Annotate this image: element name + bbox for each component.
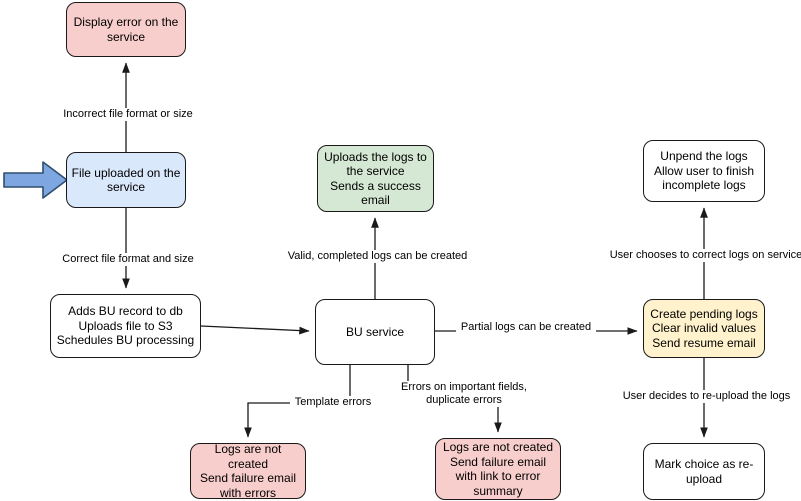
node-uploads-logs-success[interactable]: Uploads the logs to the service Sends a … xyxy=(317,145,434,212)
edge-label-user-decides-reupload: User decides to re-upload the logs xyxy=(620,390,793,403)
node-logs-not-created-field-errors[interactable]: Logs are not created Send failure email … xyxy=(435,438,561,500)
node-mark-choice-label: Mark choice as re- upload xyxy=(654,457,754,486)
node-logs-not-created-template-label: Logs are not created Send failure email … xyxy=(199,442,297,500)
node-adds-bu-record-label: Adds BU record to db Uploads file to S3 … xyxy=(56,304,195,348)
edge-label-partial-logs: Partial logs can be created xyxy=(456,321,596,334)
entry-block-arrow-icon xyxy=(3,161,68,199)
edge-bu-service-to-logs-not-created-fields xyxy=(407,365,498,432)
edge-label-errors-important-fields: Errors on important fields, duplicate er… xyxy=(395,381,533,407)
edge-label-correct-file-format: Correct file format and size xyxy=(58,253,198,266)
edge-label-template-errors: Template errors xyxy=(290,396,376,409)
node-adds-bu-record[interactable]: Adds BU record to db Uploads file to S3 … xyxy=(50,294,201,358)
node-create-pending-logs-label: Create pending logs Clear invalid values… xyxy=(650,306,758,350)
node-logs-not-created-template-errors[interactable]: Logs are not created Send failure email … xyxy=(190,442,306,500)
node-bu-service[interactable]: BU service xyxy=(315,299,435,365)
node-unpend-the-logs[interactable]: Unpend the logs Allow user to finish inc… xyxy=(643,140,765,202)
edge-adds-bu-record-to-bu-service xyxy=(200,325,310,335)
edge-label-user-chooses-correct-logs: User chooses to correct logs on service xyxy=(607,249,801,262)
node-bu-service-label: BU service xyxy=(345,324,404,339)
node-display-error-label: Display error on the service xyxy=(73,15,179,44)
node-unpend-logs-label: Unpend the logs Allow user to finish inc… xyxy=(653,149,755,193)
node-file-uploaded-label: File uploaded on the service xyxy=(71,165,181,195)
node-uploads-logs-label: Uploads the logs to the service Sends a … xyxy=(324,149,427,208)
node-logs-not-created-fields-label: Logs are not created Send failure email … xyxy=(442,440,554,498)
node-create-pending-logs[interactable]: Create pending logs Clear invalid values… xyxy=(643,299,765,358)
edge-label-valid-completed-logs: Valid, completed logs can be created xyxy=(283,250,472,263)
edge-label-incorrect-file-format: Incorrect file format or size xyxy=(58,108,198,121)
node-file-uploaded-on-the-service[interactable]: File uploaded on the service xyxy=(66,152,186,208)
node-mark-choice-as-reupload[interactable]: Mark choice as re- upload xyxy=(643,443,765,500)
node-display-error[interactable]: Display error on the service xyxy=(66,2,186,57)
